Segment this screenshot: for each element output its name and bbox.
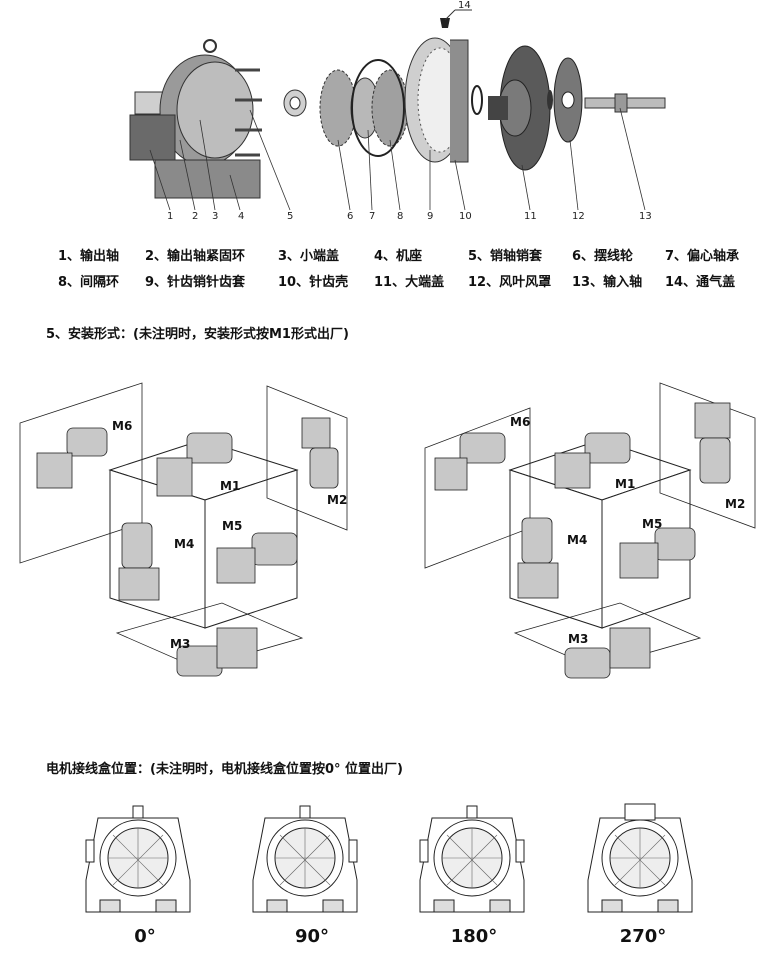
callout-7: 7 xyxy=(369,211,375,222)
legend-item: 7、偏心轴承 xyxy=(665,249,740,264)
motor-m6 xyxy=(66,427,108,457)
callout-6: 6 xyxy=(347,211,353,222)
gearbox-m6 xyxy=(36,452,73,489)
label-m3: M3 xyxy=(170,637,190,651)
callout-4: 4 xyxy=(238,211,244,222)
gearbox-m4 xyxy=(118,567,160,601)
label-m4: M4 xyxy=(174,537,194,551)
label-m5: M5 xyxy=(222,519,242,533)
exploded-view-figure: 1 2 3 4 5 6 7 8 9 10 11 12 13 14 xyxy=(129,0,666,222)
callout-8: 8 xyxy=(397,211,403,222)
terminal-box-section-title: 电机接线盒位置：(未注明时，电机接线盒位置按0° 位置出厂) xyxy=(46,762,403,777)
legend-item: 10、针齿壳 xyxy=(278,275,349,290)
label-m1: M1 xyxy=(220,479,240,493)
angle-label-90: 90° xyxy=(294,926,330,947)
angle-label-0: 0° xyxy=(134,926,156,947)
callout-14: 14 xyxy=(458,0,471,11)
cycloid-discs xyxy=(319,59,409,157)
gearbox-m6 xyxy=(434,457,468,491)
callout-numbers: 1 2 3 4 5 6 7 8 9 10 11 12 13 14 xyxy=(167,0,652,222)
callout-5: 5 xyxy=(287,211,293,222)
label-m2: M2 xyxy=(725,497,745,511)
callout-2: 2 xyxy=(192,211,198,222)
gearbox-m5 xyxy=(619,542,659,579)
motor-m5 xyxy=(654,527,696,561)
gearbox-m3 xyxy=(609,627,651,669)
terminal-box-90deg-figure xyxy=(252,805,358,913)
label-m6: M6 xyxy=(510,415,530,429)
motor-m2 xyxy=(699,437,731,484)
label-m6: M6 xyxy=(112,419,132,433)
reducer-housing xyxy=(129,39,262,199)
terminal-box-270deg-figure xyxy=(587,803,693,913)
mounting-section-title: 5、安装形式：(未注明时，安装形式按M1形式出厂) xyxy=(46,327,349,342)
label-m4: M4 xyxy=(567,533,587,547)
gearbox-m5 xyxy=(216,547,256,584)
motor-m6 xyxy=(459,432,506,464)
gearbox-m1 xyxy=(156,457,193,497)
legend-item: 12、风叶风罩 xyxy=(468,275,552,290)
angle-label-270: 270° xyxy=(619,926,667,947)
motor-m5 xyxy=(251,532,298,566)
gearbox-m2 xyxy=(694,402,731,439)
large-end-cover xyxy=(488,45,551,171)
legend-item: 13、输入轴 xyxy=(572,275,643,290)
callout-3: 3 xyxy=(212,211,218,222)
legend-item: 3、小端盖 xyxy=(278,249,340,264)
plane-m2 xyxy=(266,385,348,531)
callout-11: 11 xyxy=(524,211,537,222)
fan-cover-part xyxy=(547,57,583,143)
motor-m2 xyxy=(309,447,339,489)
gearbox-m3 xyxy=(216,627,258,669)
input-shaft-part xyxy=(584,93,666,113)
callout-1: 1 xyxy=(167,211,173,222)
pin-gear-housing xyxy=(404,37,469,163)
callout-10: 10 xyxy=(459,211,472,222)
legend-item: 11、大端盖 xyxy=(374,275,445,290)
terminal-box-0deg-figure xyxy=(85,805,191,913)
motor-m1 xyxy=(584,432,631,464)
parts-legend-row-1: 1、输出轴 2、输出轴紧固环 3、小端盖 4、机座 5、销轴销套 6、摆线轮 7… xyxy=(0,245,763,265)
label-m5: M5 xyxy=(642,517,662,531)
legend-item: 2、输出轴紧固环 xyxy=(145,249,246,264)
legend-item: 4、机座 xyxy=(374,249,423,264)
motor-m1 xyxy=(186,432,233,464)
gearbox-m4 xyxy=(517,562,559,599)
gearbox-m2 xyxy=(301,417,331,449)
label-m1: M1 xyxy=(615,477,635,491)
callout-12: 12 xyxy=(572,211,585,222)
motor-m4 xyxy=(521,517,553,564)
callout-13: 13 xyxy=(639,211,652,222)
motor-m4 xyxy=(121,522,153,569)
mounting-diagram-right: M6 M1 M2 M4 M5 M3 xyxy=(424,382,756,679)
legend-item: 8、间隔环 xyxy=(58,275,120,290)
legend-item: 1、输出轴 xyxy=(58,249,120,264)
bearing-part xyxy=(283,89,307,117)
legend-item: 9、针齿销针齿套 xyxy=(145,275,246,290)
mounting-diagram-left: M6 M1 M2 M4 M5 M3 xyxy=(19,382,348,677)
label-m3: M3 xyxy=(568,632,588,646)
legend-item: 14、通气盖 xyxy=(665,275,736,290)
label-m2: M2 xyxy=(327,493,347,507)
motor-m3 xyxy=(564,647,611,679)
legend-item: 5、销轴销套 xyxy=(468,249,543,264)
parts-legend-row-2: 8、间隔环 9、针齿销针齿套 10、针齿壳 11、大端盖 12、风叶风罩 13、… xyxy=(0,271,763,291)
callout-9: 9 xyxy=(427,211,433,222)
legend-item: 6、摆线轮 xyxy=(572,249,634,264)
vent-cap-part xyxy=(440,9,472,28)
plane-m3 xyxy=(115,602,304,669)
angle-label-180: 180° xyxy=(450,926,498,947)
gearbox-m1 xyxy=(554,452,591,489)
o-ring-part xyxy=(471,85,483,115)
terminal-box-180deg-figure xyxy=(419,805,525,913)
